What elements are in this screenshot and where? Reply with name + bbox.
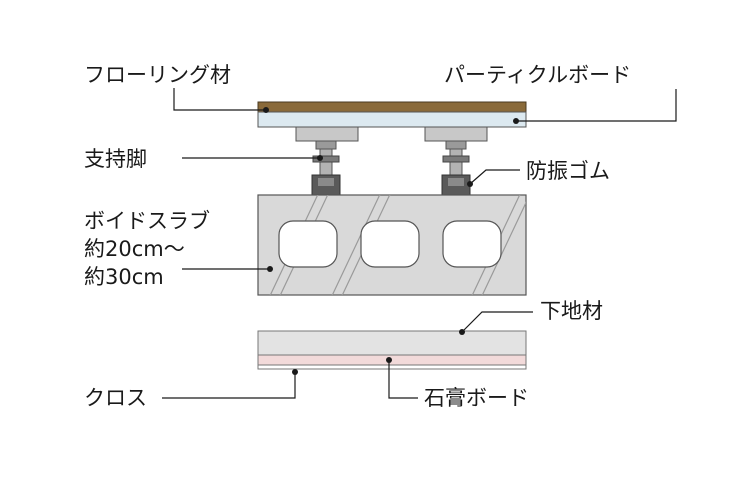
label-support-leg: 支持脚 [84, 147, 147, 171]
label-particle-board: パーティクルボード [444, 63, 631, 87]
support-leg-left [295, 126, 359, 196]
label-base-material: 下地材 [540, 299, 603, 323]
label-cloth: クロス [84, 386, 147, 410]
void-hole-2 [360, 220, 420, 268]
void-slab [257, 194, 527, 296]
label-vibration-rubber: 防振ゴム [526, 159, 610, 183]
leader-lines [162, 88, 677, 399]
floor-assembly [257, 101, 527, 196]
label-void-slab: ボイドスラブ [84, 209, 210, 233]
label-slab-thickness-min: 約20cm〜 [84, 237, 185, 261]
cloth-layer [257, 364, 527, 370]
support-leg-right [424, 126, 488, 196]
label-flooring: フローリング材 [84, 63, 231, 87]
label-slab-thickness-max: 約30cm [84, 265, 164, 289]
void-hole-3 [442, 220, 502, 268]
void-hole-1 [278, 220, 338, 268]
labels: フローリング材 パーティクルボード 支持脚 防振ゴム ボイドスラブ 約20cm〜… [84, 63, 631, 410]
base-material-layer [257, 330, 527, 356]
flooring-layer [257, 101, 527, 113]
ceiling-assembly [257, 330, 527, 370]
particle-board-layer [257, 111, 527, 128]
label-gypsum-board: 石膏ボード [424, 386, 529, 410]
